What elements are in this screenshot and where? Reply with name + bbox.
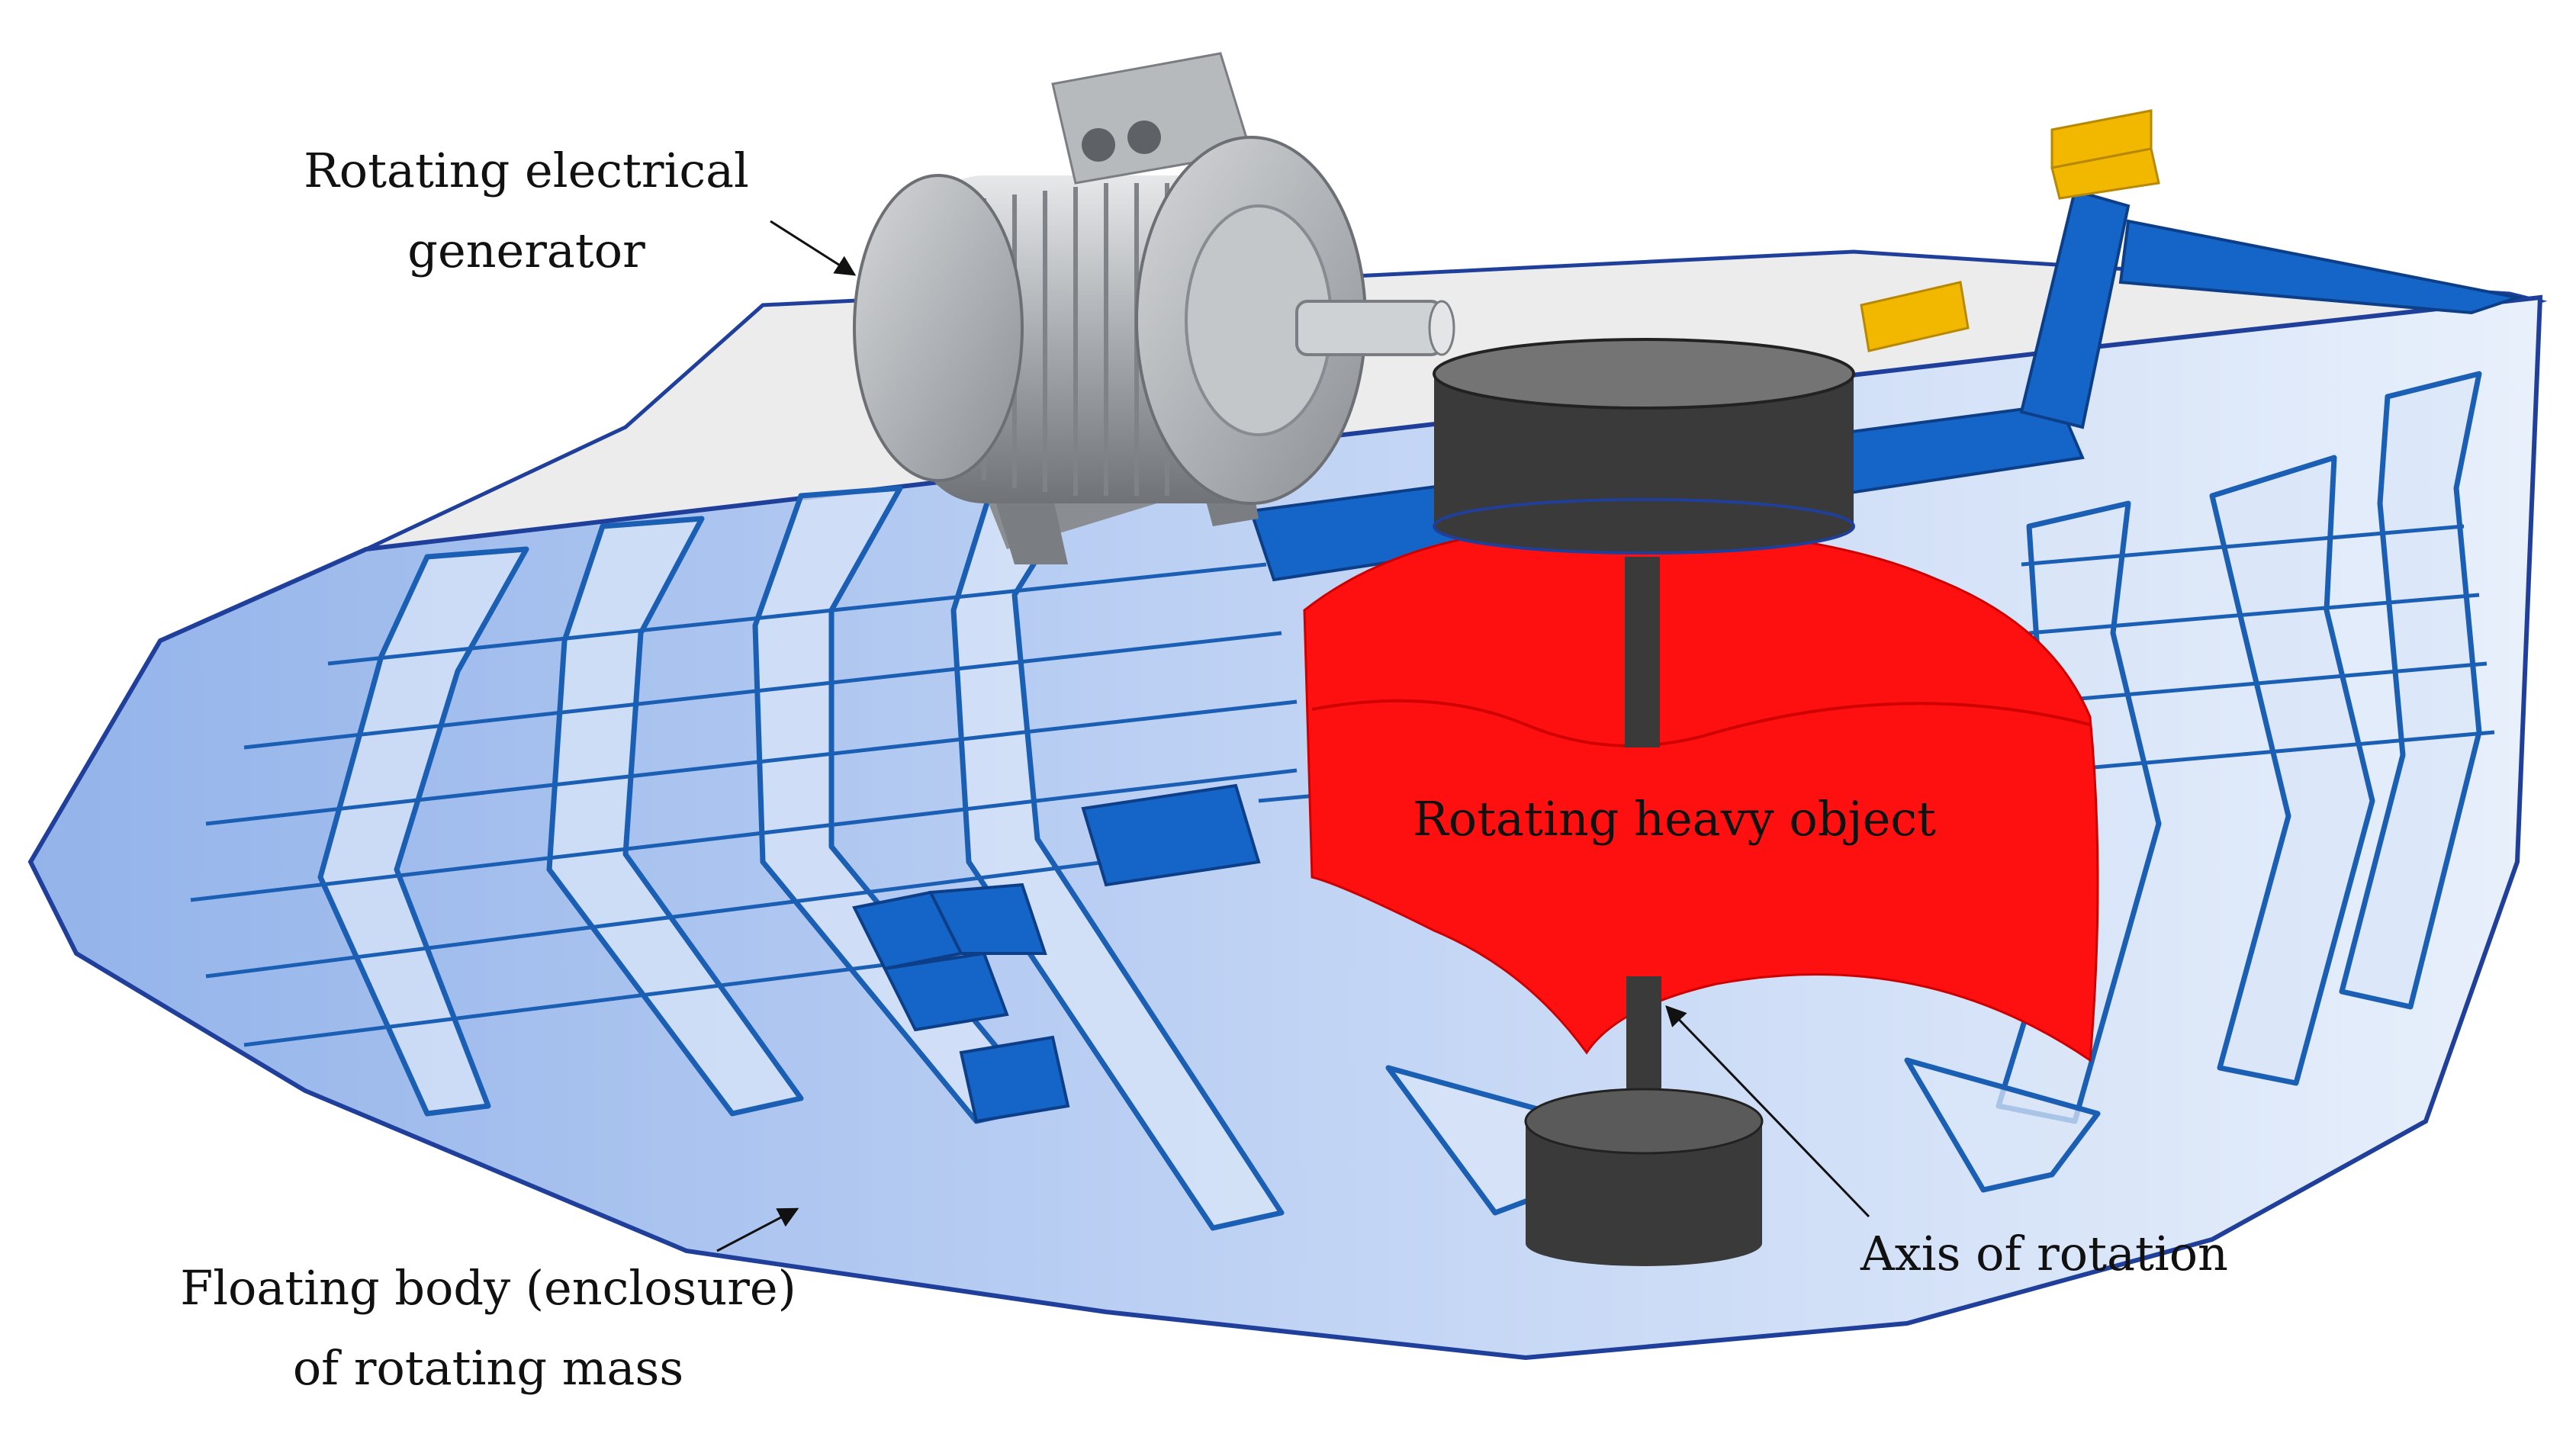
blue-ballast-blocks xyxy=(852,783,1261,1124)
yellow-blocks xyxy=(1860,109,2160,352)
floating-body-label-line1: Floating body (enclosure) xyxy=(180,1260,796,1316)
generator-icon xyxy=(853,52,1455,564)
generator-label-line2: generator xyxy=(407,223,645,278)
heavy-object-label: Rotating heavy object xyxy=(1413,791,1936,847)
lower-shaft xyxy=(1626,976,1661,1098)
floating-body-label-line2: of rotating mass xyxy=(293,1340,683,1396)
floating-body-arrow xyxy=(716,1207,799,1252)
upper-shaft xyxy=(1625,557,1660,747)
axis-arrow xyxy=(1665,1005,1870,1218)
lower-flywheel xyxy=(1524,1088,1764,1266)
hull-plank-lines xyxy=(190,524,2495,1047)
generator-arrow xyxy=(770,220,857,276)
axis-label: Axis of rotation xyxy=(1860,1226,2228,1281)
generator-label-line1: Rotating electrical xyxy=(304,143,749,198)
upper-flywheel xyxy=(1433,338,1855,555)
